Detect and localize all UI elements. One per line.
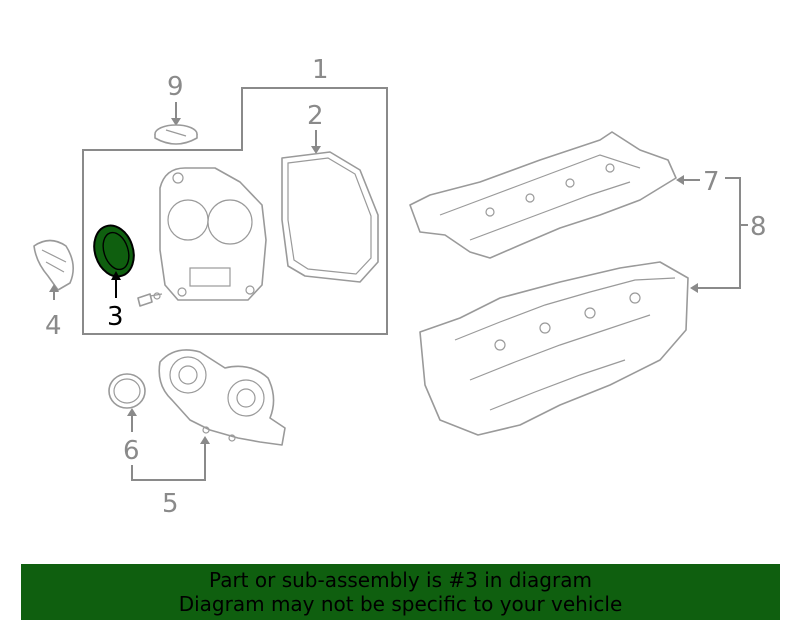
timing-cover [159,167,267,301]
info-banner: Part or sub-assembly is #3 in diagram Di… [21,564,780,620]
banner-line-2: Diagram may not be specific to your vehi… [178,592,623,616]
o-ring-6 [108,373,146,409]
leader-8 [694,177,741,289]
leader-7-arrow [676,175,684,185]
assembly-box-1 [82,87,388,335]
callout-3[interactable]: 3 [107,302,124,332]
oil-filler-cap [154,124,198,145]
callout-7[interactable]: 7 [703,167,720,197]
callout-1[interactable]: 1 [312,55,329,85]
cover-gasket [281,151,379,283]
leader-3-arrow [111,271,121,280]
banner-line-1: Part or sub-assembly is #3 in diagram [209,568,592,592]
leader-9-arrow [171,118,181,126]
leader-4-arrow [49,284,59,292]
housing-5 [158,349,286,446]
callout-9[interactable]: 9 [167,72,184,102]
callout-2[interactable]: 2 [307,101,324,131]
callout-6[interactable]: 6 [123,436,140,466]
parts-diagram: 1 9 2 3 4 [33,55,767,519]
camshaft-carrier-7 [409,131,677,259]
leader-2-arrow [311,146,321,154]
sensor-bolt [137,292,163,307]
leader-5-arrow [200,436,210,444]
front-crankshaft-seal-highlighted[interactable] [88,220,140,281]
callout-4[interactable]: 4 [45,311,62,341]
callout-5[interactable]: 5 [162,489,179,519]
cylinder-head-8 [419,261,689,436]
bracket-4 [33,239,74,291]
leader-8-arrow [690,283,698,293]
leader-6-arrow [127,408,137,416]
leader-5 [131,440,206,481]
callout-8[interactable]: 8 [750,212,767,242]
